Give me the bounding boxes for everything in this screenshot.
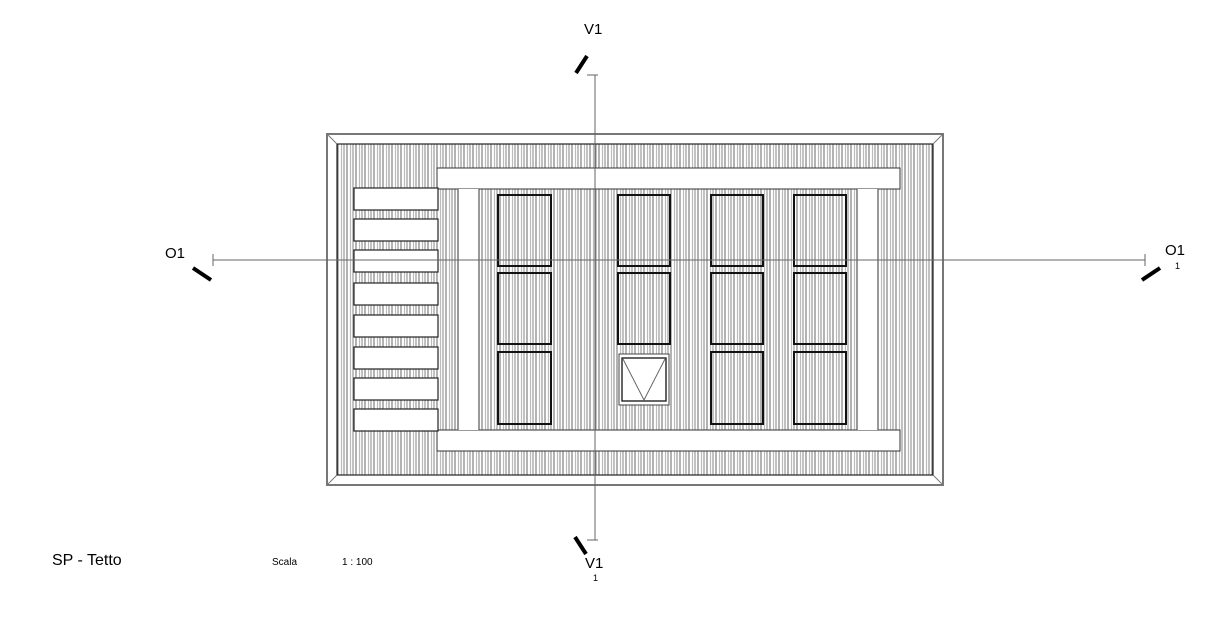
drawing-title: SP - Tetto <box>52 552 122 569</box>
section-label-o1-left: O1 <box>165 245 186 262</box>
scale-label: Scala <box>272 557 298 568</box>
roof-hatch-access <box>618 353 670 406</box>
section-sub-v1: 1 <box>593 573 599 583</box>
section-label-v1-bottom: V1 <box>585 555 604 572</box>
section-sub-o1: 1 <box>1175 261 1181 271</box>
section-axes <box>212 74 1146 541</box>
section-label-o1-right: O1 <box>1165 242 1186 259</box>
section-markers <box>191 54 1162 556</box>
walkway-frame <box>436 167 901 452</box>
solar-panel-strips <box>353 187 439 432</box>
skylights <box>497 194 847 425</box>
section-label-v1-top: V1 <box>584 21 603 38</box>
scale-value: 1 : 100 <box>342 557 373 568</box>
